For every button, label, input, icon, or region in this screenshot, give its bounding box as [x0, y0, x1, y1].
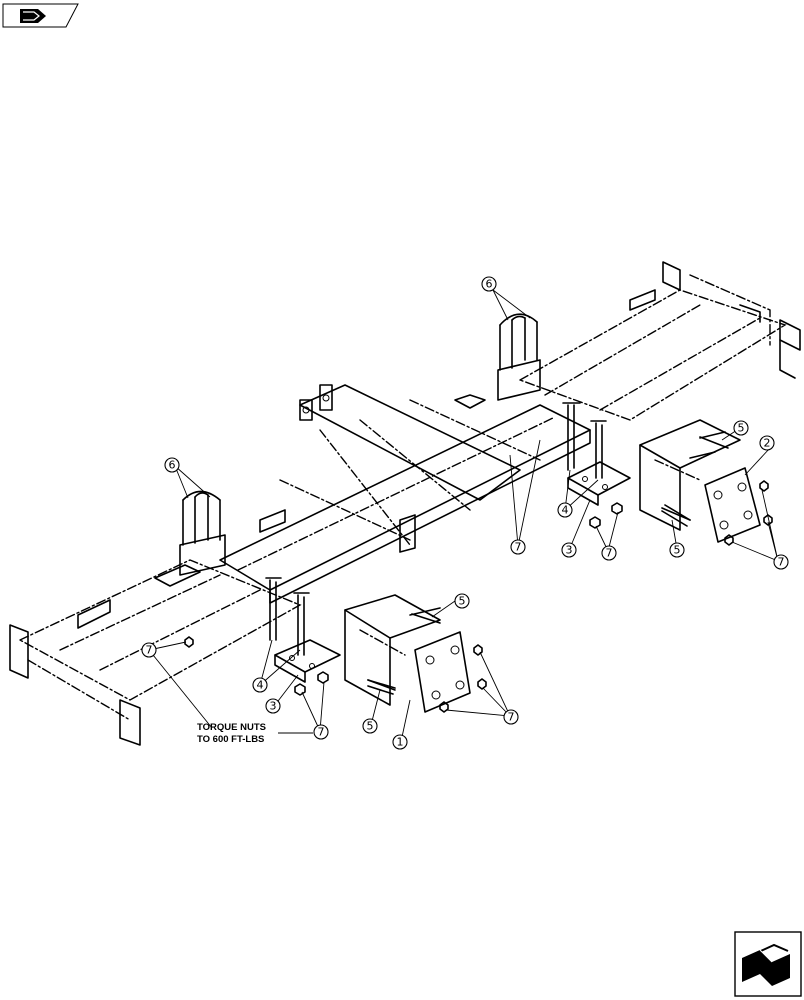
svg-text:5: 5 — [738, 422, 745, 435]
svg-text:7: 7 — [778, 556, 785, 569]
svg-text:3: 3 — [270, 700, 277, 713]
callout-1: 1 — [392, 734, 408, 750]
svg-text:7: 7 — [606, 547, 613, 560]
callout-5-left-top: 5 — [454, 593, 470, 609]
svg-text:5: 5 — [674, 544, 681, 557]
callout-7-right-bracket: 7 — [773, 554, 789, 570]
svg-text:7: 7 — [318, 726, 325, 739]
frame-assembly — [9, 261, 801, 746]
svg-text:7: 7 — [146, 644, 153, 657]
bracket-right — [639, 419, 761, 543]
callout-7-left-plate: 7 — [313, 724, 329, 740]
callout-3-right: 3 — [561, 542, 577, 558]
callout-4-right: 4 — [557, 502, 573, 518]
page-turn-icon[interactable] — [734, 931, 802, 997]
callout-7-left-frame: 7 — [141, 642, 157, 658]
callout-5-right-top: 5 — [733, 420, 749, 436]
svg-text:2: 2 — [764, 437, 771, 450]
callout-3-left: 3 — [265, 698, 281, 714]
svg-text:4: 4 — [257, 679, 264, 692]
svg-text:7: 7 — [508, 711, 515, 724]
torque-note-line2: TO 600 FT-LBS — [197, 734, 264, 745]
torque-note-line1: TORQUE NUTS — [197, 722, 266, 733]
svg-text:5: 5 — [367, 720, 374, 733]
callout-7-left-bracket: 7 — [503, 709, 519, 725]
callout-7-center: 7 — [510, 539, 526, 555]
svg-text:4: 4 — [562, 504, 569, 517]
leader-lines — [148, 289, 779, 738]
book-page-icon[interactable] — [2, 3, 79, 28]
svg-text:3: 3 — [566, 544, 573, 557]
callout-2: 2 — [759, 435, 775, 451]
callout-5-left-bottom: 5 — [362, 718, 378, 734]
u-bolt-right — [497, 313, 541, 401]
svg-text:6: 6 — [486, 278, 493, 291]
callout-6-left: 6 — [164, 457, 180, 473]
callout-5-right-bottom: 5 — [669, 542, 685, 558]
svg-text:5: 5 — [459, 595, 466, 608]
callout-4-left: 4 — [252, 677, 268, 693]
u-bolt-left — [179, 490, 226, 576]
svg-text:6: 6 — [169, 459, 176, 472]
callout-6-right: 6 — [481, 276, 497, 292]
callout-7-right-plate: 7 — [601, 545, 617, 561]
svg-text:1: 1 — [397, 736, 404, 749]
svg-text:7: 7 — [515, 541, 522, 554]
bracket-left — [344, 594, 471, 713]
